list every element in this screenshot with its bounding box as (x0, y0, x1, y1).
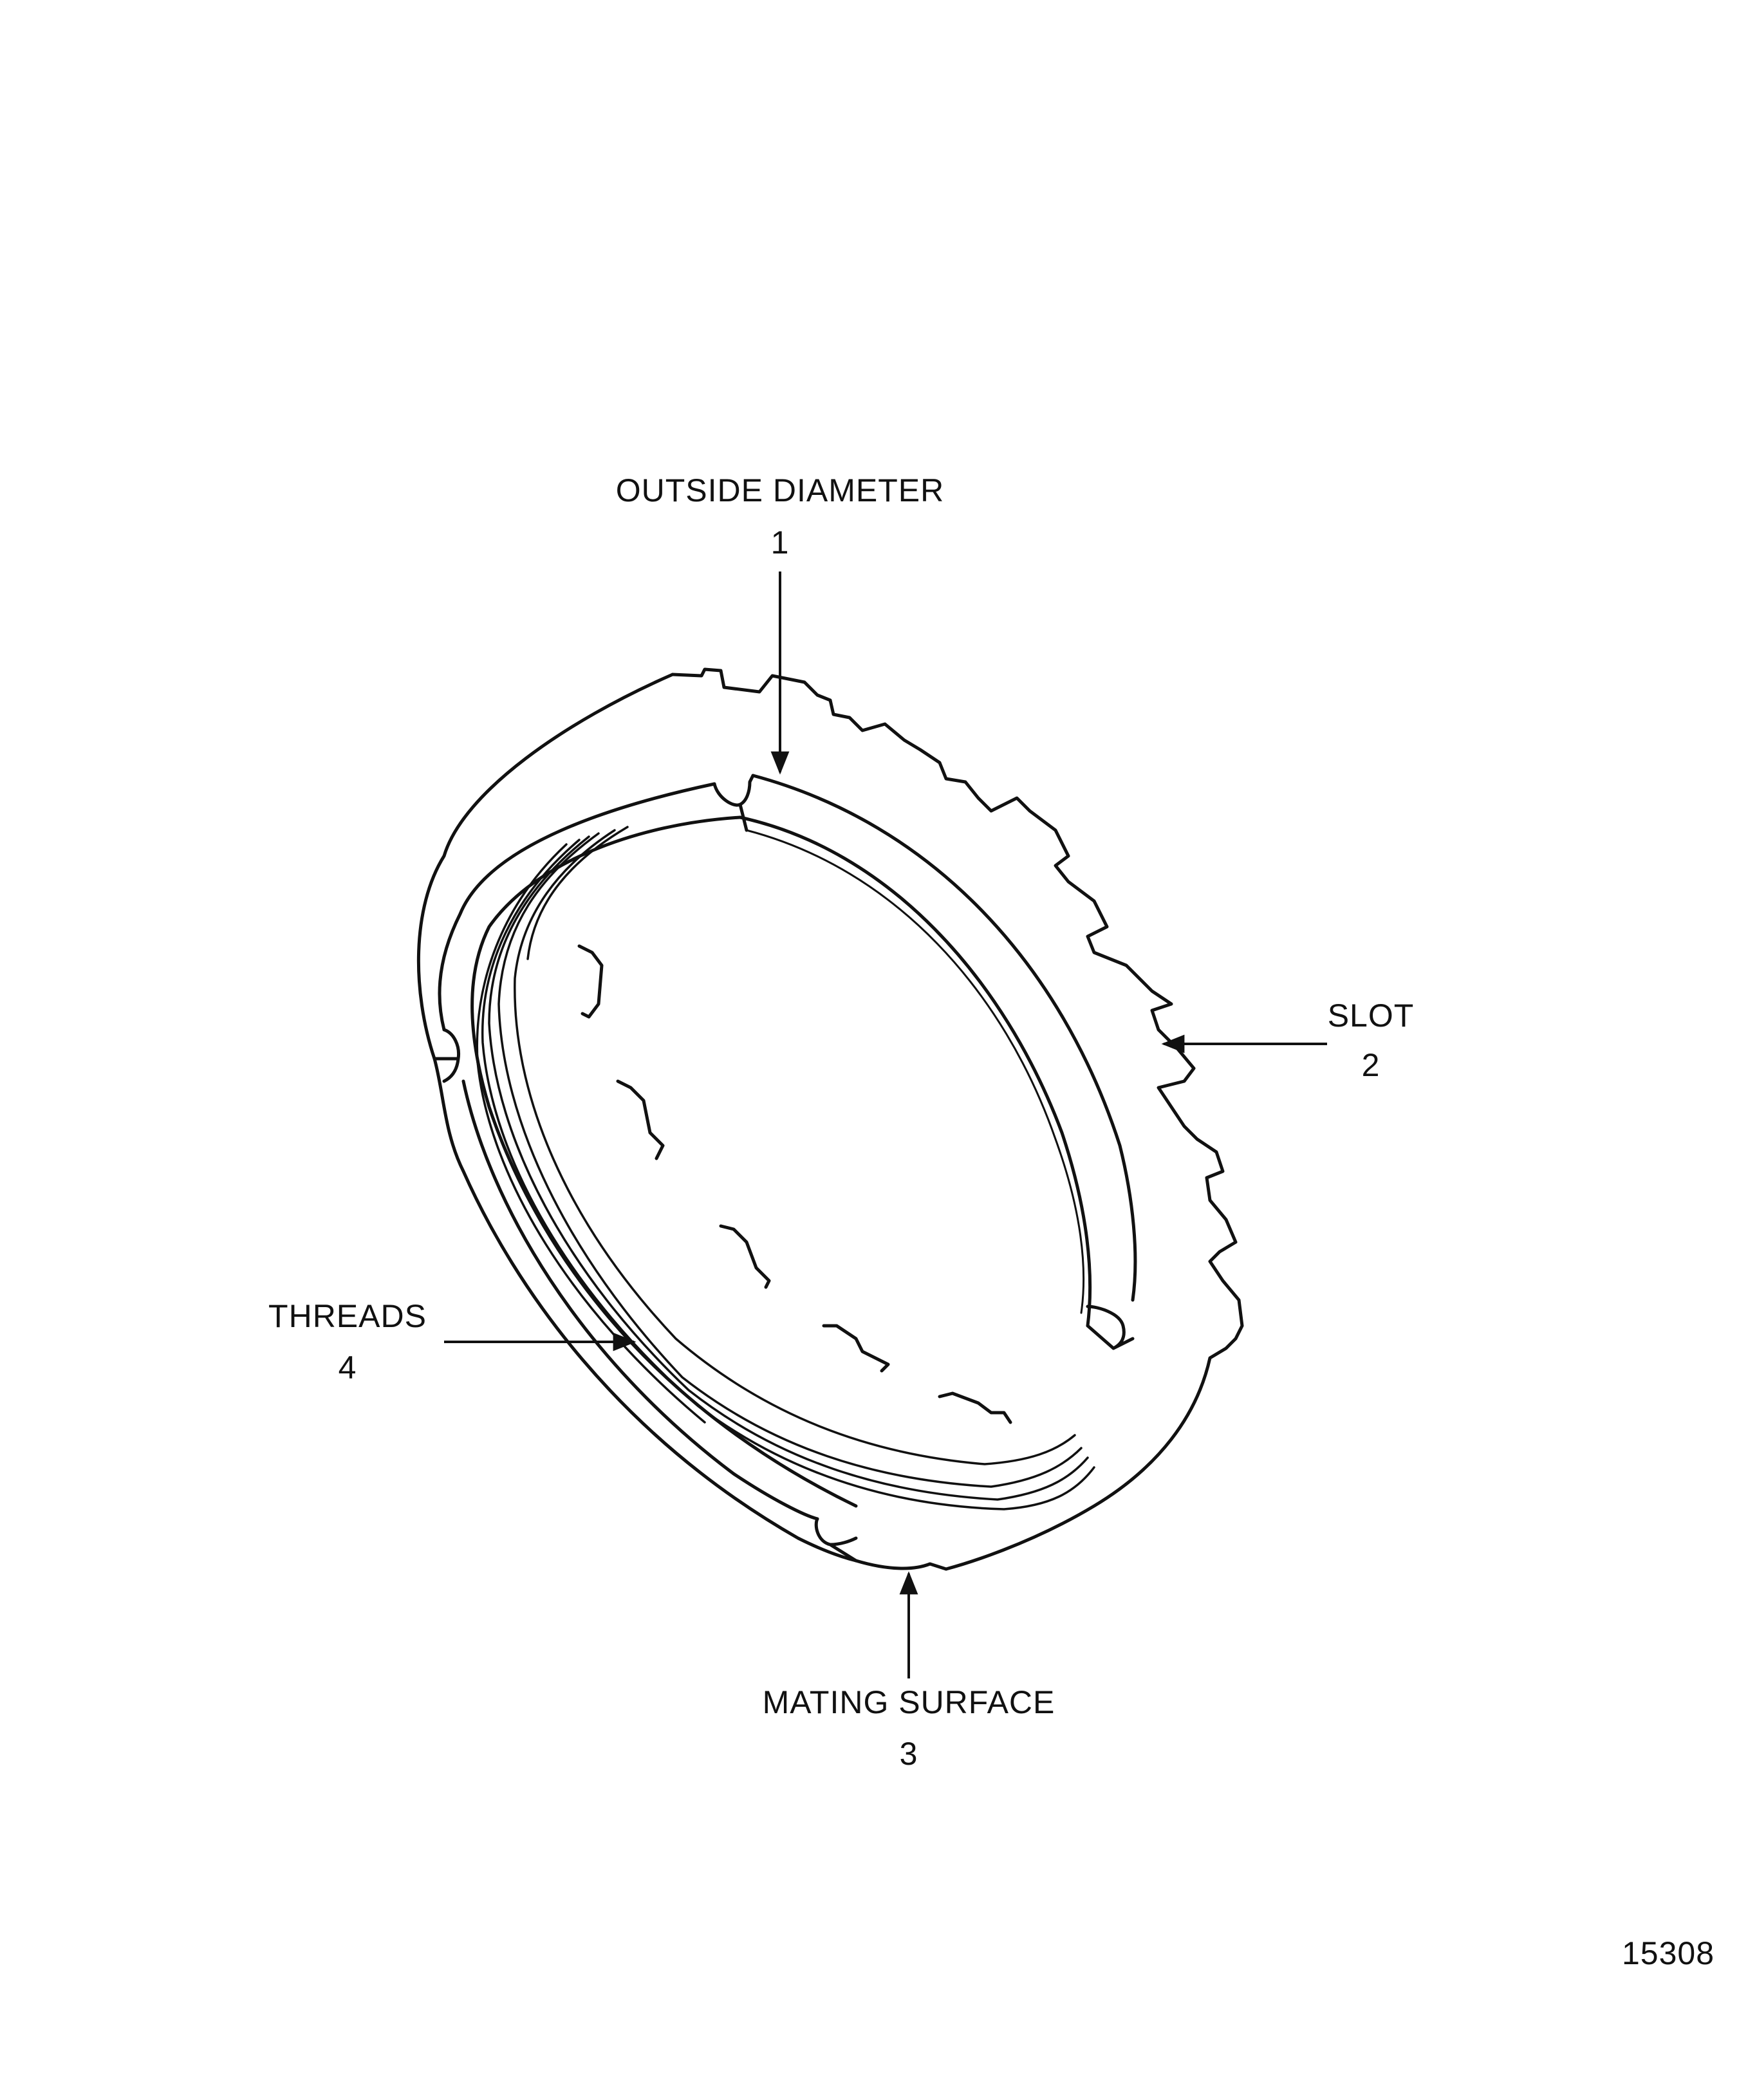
callout-outside-diameter-label: OUTSIDE DIAMETER (615, 472, 945, 508)
callout-mating-surface-label: MATING SURFACE (762, 1684, 1055, 1720)
ring-right-face-edge (751, 774, 1137, 1302)
ring-front-face-outer-edge (438, 782, 716, 1032)
callout-outside-diameter-number: 1 (770, 525, 790, 561)
callout-threads-label: THREADS (268, 1298, 427, 1334)
ring-nut-drawing (416, 667, 1244, 1571)
back-castellation-bottom-right (938, 1391, 1012, 1424)
back-castellation-bottom (822, 1324, 890, 1373)
front-face-inner-highlight (745, 829, 1085, 1314)
castellated-outer-edge (671, 667, 1244, 1571)
back-castellation-mid-left (616, 1079, 665, 1160)
thread-lines (476, 826, 1095, 1510)
callout-mating-surface-number: 3 (899, 1736, 918, 1772)
ring-outer-silhouette (416, 673, 858, 1563)
bottom-mating-step (854, 1559, 948, 1571)
callout-threads-number: 4 (338, 1350, 357, 1386)
front-notch-bottom (814, 1517, 858, 1563)
back-castellation-upper-left (577, 944, 604, 1019)
leader-arrows (444, 571, 1327, 1678)
bore-far-edge (738, 815, 1092, 1328)
callout-slot-number: 2 (1361, 1047, 1380, 1083)
back-castellation-lower-left (719, 1224, 771, 1289)
callout-slot-label: SLOT (1327, 998, 1415, 1034)
front-notch-right (1086, 1305, 1135, 1350)
front-notch-left (432, 1028, 461, 1083)
ring-front-face-lower-edge (461, 1079, 819, 1521)
front-notch-top (712, 774, 755, 832)
figure-number: 15308 (1622, 1935, 1715, 1971)
